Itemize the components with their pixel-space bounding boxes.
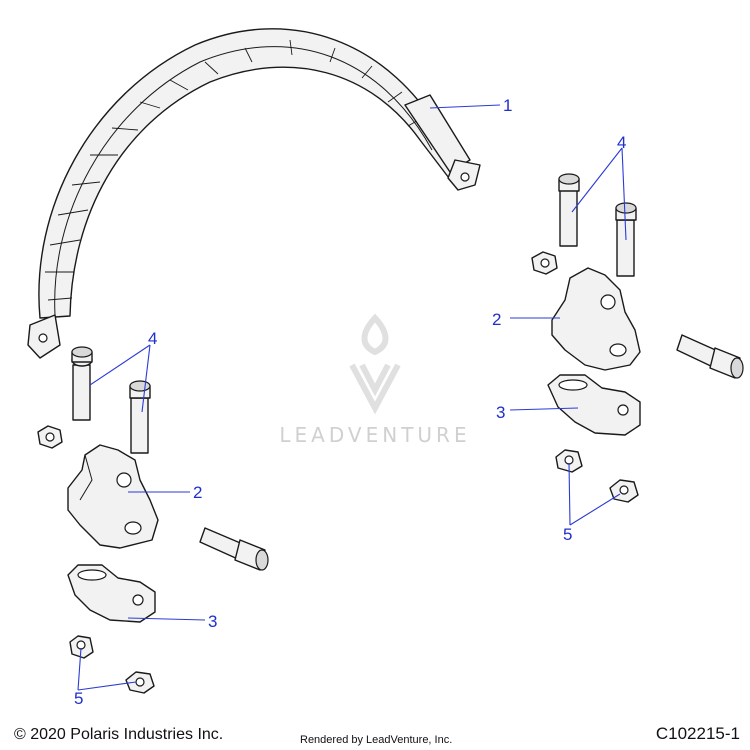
leadventure-watermark: LEADVENTURE: [279, 313, 470, 447]
callout-4-left: 4: [148, 329, 157, 348]
callout-3-left: 3: [208, 612, 217, 631]
nut-left-top[interactable]: [37, 425, 63, 449]
bolt-right-2[interactable]: [615, 202, 637, 277]
drawing-id: C102215-1: [655, 724, 740, 743]
copyright-text: © 2020 Polaris Industries Inc.: [14, 726, 224, 743]
bolt-left-1[interactable]: [71, 346, 93, 421]
nut-left-a-part-5[interactable]: [69, 635, 94, 659]
clamp-lower-right-part-3[interactable]: [547, 374, 641, 436]
bolt-right-1[interactable]: [558, 173, 580, 247]
leader-lines: [77, 104, 627, 691]
callout-2-right: 2: [492, 310, 501, 329]
cable-assembly-part-1[interactable]: [27, 28, 481, 359]
callout-3-right: 3: [496, 403, 505, 422]
callout-4-right: 4: [617, 133, 626, 152]
callout-5-right: 5: [563, 525, 572, 544]
bolt-horizontal-left[interactable]: [199, 527, 269, 571]
clamp-upper-left-part-2[interactable]: [67, 444, 159, 549]
nut-right-a-part-5[interactable]: [555, 449, 583, 473]
watermark-text: LEADVENTURE: [279, 423, 470, 447]
clamp-upper-right-part-2[interactable]: [551, 267, 641, 371]
bolt-horizontal-right[interactable]: [676, 334, 744, 379]
rendered-by-text: Rendered by LeadVenture, Inc.: [300, 734, 453, 746]
clamp-lower-left-part-3[interactable]: [67, 564, 156, 623]
nut-right-b-part-5[interactable]: [609, 479, 639, 503]
callout-5-left: 5: [74, 689, 83, 708]
callout-2-left: 2: [193, 483, 202, 502]
callout-1: 1: [503, 96, 512, 115]
bolt-left-2[interactable]: [129, 380, 151, 454]
nut-right-top[interactable]: [531, 251, 558, 275]
nut-left-b-part-5[interactable]: [125, 671, 155, 694]
